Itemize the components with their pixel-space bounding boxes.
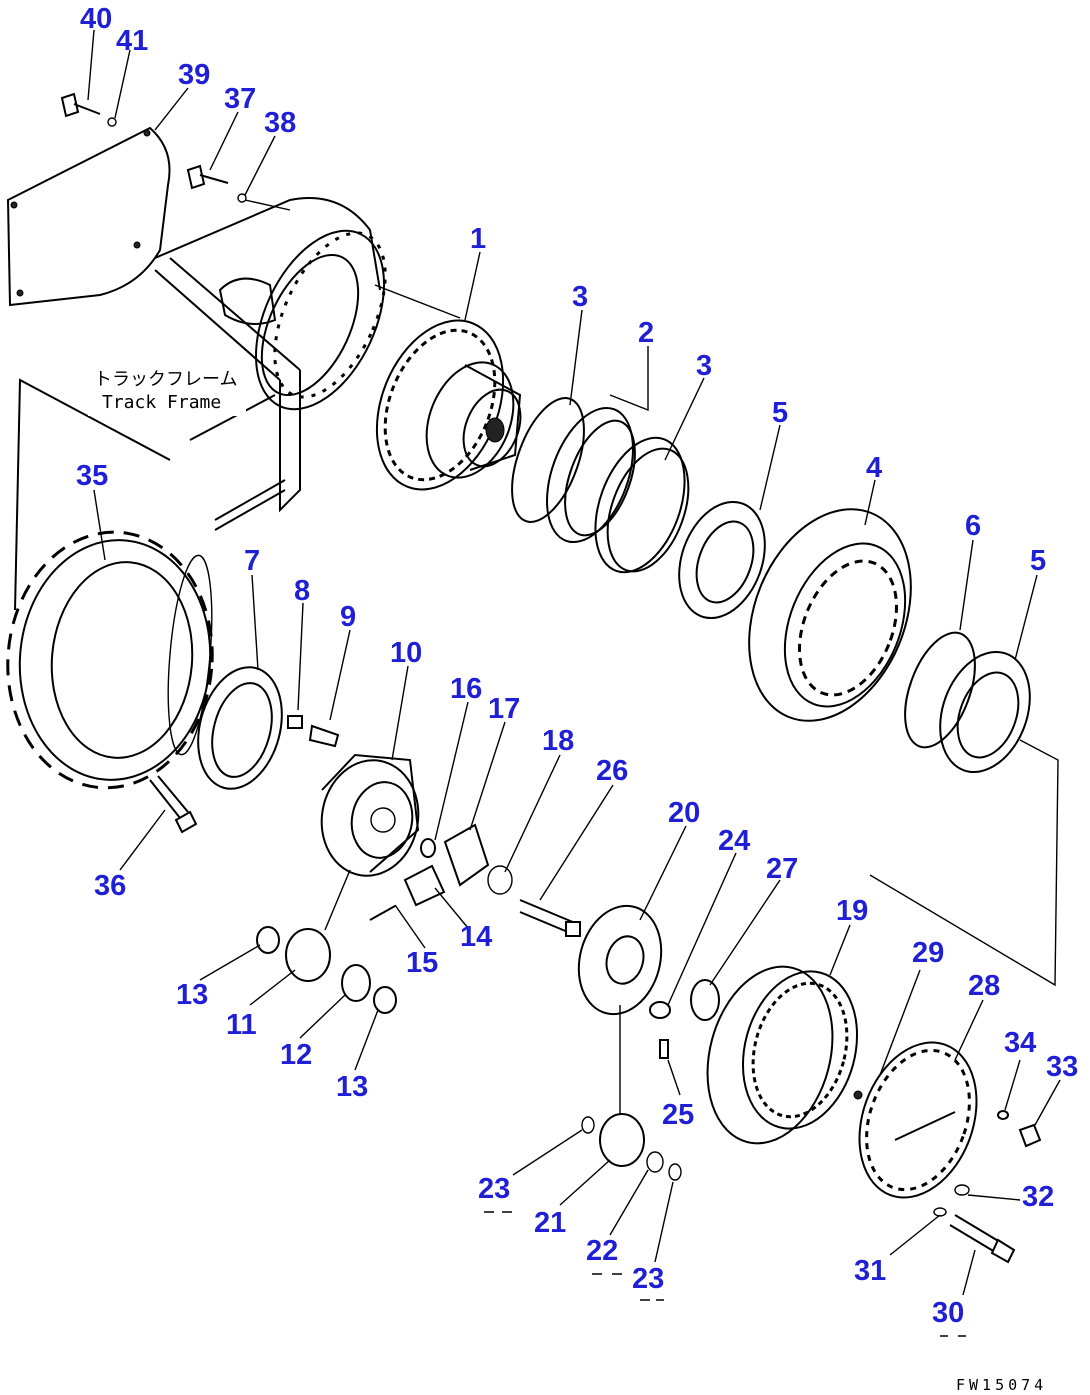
callout-38: 38	[264, 107, 296, 139]
callout-40: 40	[80, 3, 112, 35]
callout-15: 15	[406, 947, 438, 979]
figure-code: FW15074	[956, 1376, 1047, 1394]
callout-6: 6	[965, 510, 981, 542]
callout-9: 9	[340, 601, 356, 633]
cover-bolts	[933, 1110, 1042, 1264]
callout-23-left: 23	[478, 1173, 510, 1205]
callout-5-right: 5	[1030, 545, 1046, 577]
seal-ring-and-bearing-right	[869, 631, 1059, 987]
callout-16: 16	[450, 673, 482, 705]
final-drive-hub	[375, 319, 522, 491]
callout-14: 14	[460, 921, 492, 953]
callout-34: 34	[1004, 1027, 1036, 1059]
callout-17: 17	[488, 693, 520, 725]
callout-19: 19	[836, 895, 868, 927]
track-frame-housing	[14, 197, 461, 611]
carrier-small-parts	[369, 823, 513, 921]
callout-39: 39	[178, 59, 210, 91]
callout-36: 36	[94, 870, 126, 902]
callout-8: 8	[294, 575, 310, 607]
ring-gear	[748, 508, 912, 722]
callout-33: 33	[1046, 1051, 1078, 1083]
callout-27: 27	[766, 853, 798, 885]
callout-11: 11	[226, 1009, 257, 1041]
callout-37: 37	[224, 83, 256, 115]
callout-2: 2	[638, 317, 654, 349]
callout-5-upper: 5	[772, 397, 788, 429]
callout-24: 24	[718, 825, 750, 857]
callout-41: 41	[116, 25, 148, 57]
planetary-carrier	[320, 753, 420, 877]
callout-21: 21	[534, 1207, 566, 1239]
callout-31: 31	[854, 1255, 886, 1287]
planet-gear-lower	[581, 1005, 682, 1181]
callout-4: 4	[866, 452, 882, 484]
callout-3-left: 3	[572, 281, 588, 313]
callout-29: 29	[912, 937, 944, 969]
callout-7: 7	[244, 545, 260, 577]
callout-35: 35	[76, 460, 108, 492]
callout-30: 30	[932, 1297, 964, 1329]
callout-32: 32	[1022, 1181, 1054, 1213]
cover-plate	[6, 126, 171, 307]
callout-26: 26	[596, 755, 628, 787]
track-frame-label: トラックフレーム Track Frame	[88, 360, 246, 416]
callout-22: 22	[586, 1235, 618, 1267]
leader-lines	[87, 29, 1061, 1296]
bearing-upper	[678, 500, 766, 620]
floating-seal-set	[511, 397, 690, 574]
callout-23-right: 23	[632, 1263, 664, 1295]
callout-1: 1	[470, 223, 486, 255]
planet-gear-set	[256, 926, 397, 1014]
callout-10: 10	[390, 637, 422, 669]
callout-25: 25	[662, 1099, 694, 1131]
pin-washer-parts	[649, 979, 720, 1059]
track-frame-label-en: Track Frame	[102, 392, 221, 413]
track-frame-label-jp: トラックフレーム	[94, 369, 237, 390]
callout-18: 18	[542, 725, 574, 757]
callout-12: 12	[280, 1039, 312, 1071]
callout-numbers: 40 41 39 37 38 1 3 2 3 5 4 6 5 35 7 8 9 …	[76, 3, 1078, 1329]
hub-cover	[706, 965, 859, 1145]
cover-plate-28	[853, 1041, 978, 1199]
sun-gear-shaft	[519, 899, 581, 937]
callout-13-left: 13	[176, 979, 208, 1011]
callout-20: 20	[668, 797, 700, 829]
callout-28: 28	[968, 970, 1000, 1002]
sprocket	[6, 530, 214, 790]
shims	[197, 666, 340, 790]
bolt-36	[149, 775, 198, 834]
callout-13-right: 13	[336, 1071, 368, 1103]
second-carrier	[577, 904, 663, 1016]
top-bolts	[60, 92, 247, 203]
callout-dashes	[484, 1211, 966, 1337]
callout-3-right: 3	[696, 350, 712, 382]
